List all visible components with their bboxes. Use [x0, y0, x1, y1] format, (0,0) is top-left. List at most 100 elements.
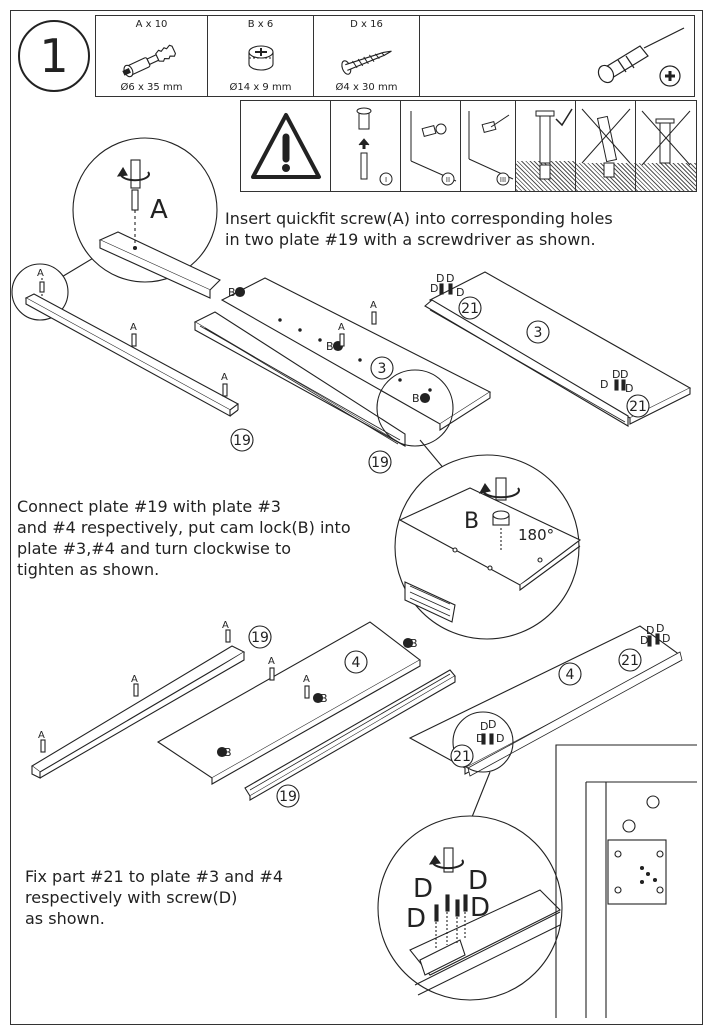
part-b-cell: B x 6 Ø14 x 9 mm	[208, 16, 314, 96]
svg-text:A: A	[222, 620, 229, 631]
svg-text:A: A	[38, 730, 45, 741]
svg-text:3: 3	[534, 325, 543, 341]
svg-text:D: D	[456, 286, 464, 299]
warning-wrong-2	[636, 101, 696, 191]
step-roman-1: I	[385, 176, 387, 184]
warning-step-2: II	[401, 101, 461, 191]
svg-text:19: 19	[371, 455, 389, 471]
page-frame	[10, 10, 703, 1025]
svg-text:A: A	[131, 674, 138, 685]
svg-text:D: D	[620, 368, 628, 381]
plate-19-lower-left: A A A 19	[31, 620, 272, 779]
wrong-angle-icon	[581, 108, 631, 178]
svg-text:D: D	[413, 874, 433, 904]
warning-step-1: I	[331, 101, 401, 191]
plate-4-with-19: B B B A A 4 19	[156, 621, 456, 808]
quickfit-screw-icon	[122, 44, 177, 78]
parts-table: A x 10 Ø6 x 35 mm B x 6 Ø14 x 9 m	[95, 15, 695, 97]
svg-text:19: 19	[279, 789, 297, 805]
warning-step-3: III	[461, 101, 516, 191]
svg-text:D: D	[640, 634, 648, 647]
svg-text:A: A	[338, 322, 345, 333]
part-b-qty: B x 6	[247, 19, 274, 30]
part-d-qty: D x 16	[350, 19, 383, 30]
svg-text:19: 19	[251, 630, 269, 646]
phillips-screwdriver-icon	[597, 27, 685, 87]
svg-text:D: D	[406, 904, 426, 934]
detail-cam-lock: B 180°	[394, 439, 582, 640]
check-icon	[555, 108, 573, 127]
warning-cell	[241, 101, 331, 191]
warning-triangle-icon	[251, 113, 321, 179]
part-number-21: 21	[461, 301, 479, 317]
part-a-cell: A x 10 Ø6 x 35 mm	[96, 16, 208, 96]
warning-wrong-1	[576, 101, 636, 191]
svg-text:D: D	[662, 632, 670, 645]
detail-fix-part-21: D D D D	[377, 771, 563, 1001]
svg-text:21: 21	[621, 653, 639, 669]
svg-text:D: D	[612, 368, 620, 381]
svg-text:21: 21	[453, 749, 471, 765]
svg-text:D: D	[436, 272, 444, 285]
instruction-insert-screw: Insert quickfit screw(A) into correspond…	[225, 209, 613, 249]
part-number-3: 3	[378, 361, 387, 377]
part-a-size: Ø6 x 35 mm	[120, 82, 183, 93]
part-number-19: 19	[233, 433, 251, 449]
svg-text:D: D	[625, 382, 633, 395]
svg-text:D: D	[470, 893, 490, 923]
svg-text:B: B	[320, 692, 328, 705]
svg-text:A: A	[130, 322, 137, 333]
svg-text:A: A	[37, 268, 44, 279]
detail-insert-screw: A	[59, 137, 221, 299]
plate-19-top-left: A A A 19	[11, 263, 254, 452]
step-roman-2: II	[446, 176, 450, 184]
part-d-cell: D x 16 Ø4 x 30 mm	[314, 16, 420, 96]
svg-text:A: A	[268, 656, 275, 667]
plate-3-with-19: B B A A 3 B 19	[193, 277, 492, 474]
svg-text:B: B	[326, 340, 334, 353]
svg-text:B: B	[410, 637, 418, 650]
correct-depth-icon	[535, 108, 573, 180]
svg-text:D: D	[646, 624, 654, 637]
warning-table: I II III	[240, 100, 697, 192]
wood-screw-icon	[341, 50, 392, 75]
svg-text:D: D	[600, 378, 608, 391]
cam-lock-icon	[248, 45, 274, 71]
svg-text:B: B	[412, 392, 420, 405]
svg-text:A: A	[221, 372, 228, 383]
rotation-angle: 180°	[518, 526, 554, 544]
svg-text:D: D	[656, 622, 664, 635]
step-number: 1	[18, 20, 90, 92]
svg-text:D: D	[446, 272, 454, 285]
step-roman-3: III	[500, 176, 506, 184]
part-a-qty: A x 10	[135, 19, 168, 30]
svg-text:B: B	[464, 509, 479, 534]
svg-text:4: 4	[566, 667, 575, 683]
screwdriver-step-icon: III	[468, 111, 514, 186]
svg-text:D: D	[468, 866, 488, 896]
label-a-detail: A	[150, 195, 168, 225]
tighten-screw-step-icon: II	[410, 111, 457, 186]
part-21-closeup	[555, 744, 697, 1018]
instruction-connect-plates: Connect plate #19 with plate #3 and #4 r…	[17, 497, 351, 579]
svg-text:21: 21	[629, 399, 647, 415]
svg-text:D: D	[496, 732, 504, 745]
warning-correct	[516, 101, 576, 191]
svg-text:B: B	[224, 746, 232, 759]
svg-text:D: D	[476, 732, 484, 745]
insert-screw-step-icon: I	[356, 107, 393, 186]
svg-text:D: D	[480, 720, 488, 733]
svg-text:D: D	[488, 718, 496, 731]
svg-text:D: D	[430, 282, 438, 295]
svg-text:A: A	[370, 300, 377, 311]
part-number-4: 4	[352, 655, 361, 671]
wrong-depth-icon	[641, 110, 691, 166]
svg-text:B: B	[228, 286, 236, 299]
svg-text:A: A	[303, 674, 310, 685]
part-d-size: Ø4 x 30 mm	[335, 82, 398, 93]
part-b-size: Ø14 x 9 mm	[229, 82, 292, 93]
instruction-fix-part-21: Fix part #21 to plate #3 and #4 respecti…	[25, 867, 283, 928]
